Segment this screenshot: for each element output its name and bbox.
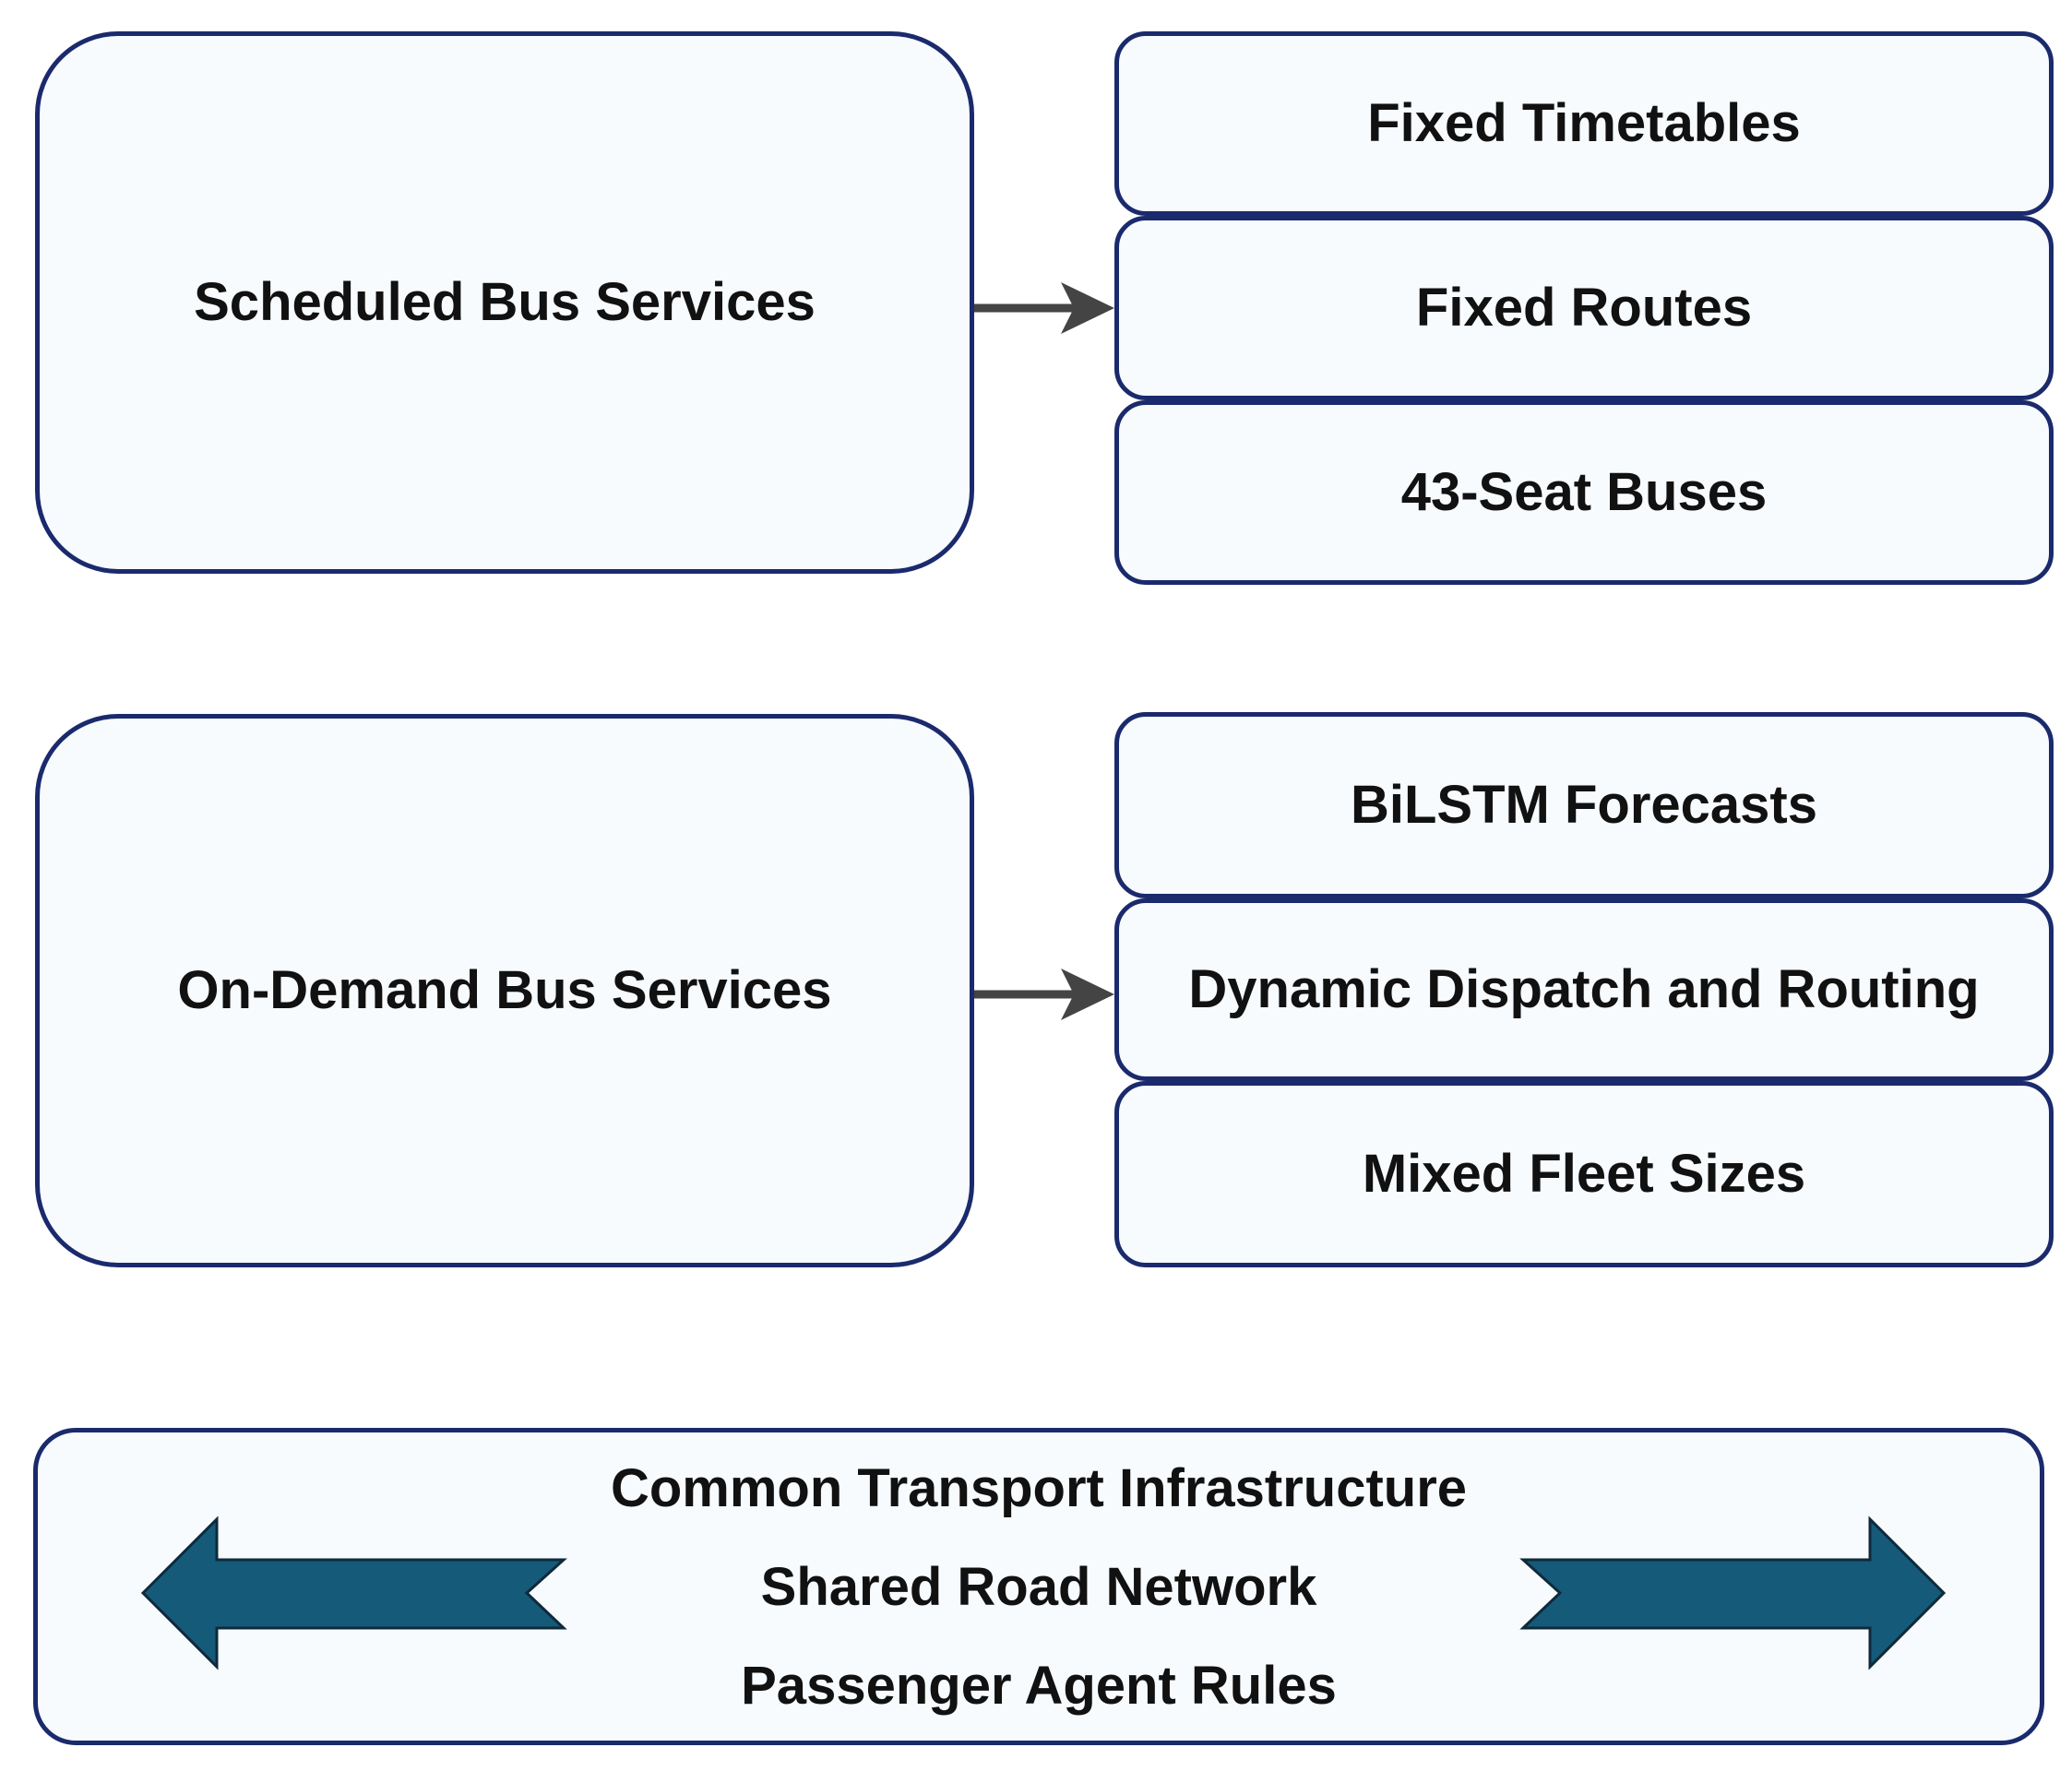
item-bilstm-forecasts-label: BiLSTM Forecasts	[1351, 775, 1817, 835]
arrow-ondemand-connector	[974, 969, 1114, 1020]
item-dynamic-dispatch-routing: Dynamic Dispatch and Routing	[1114, 898, 2054, 1081]
item-bilstm-forecasts: BiLSTM Forecasts	[1114, 712, 2054, 898]
on-demand-bus-services-label: On-Demand Bus Services	[177, 960, 832, 1020]
item-mixed-fleet-sizes: Mixed Fleet Sizes	[1114, 1081, 2054, 1267]
item-mixed-fleet-sizes-label: Mixed Fleet Sizes	[1362, 1144, 1806, 1204]
infrastructure-text: Common Transport Infrastructure Shared R…	[38, 1432, 2040, 1741]
right-block-arrow	[1519, 1515, 1947, 1670]
common-infrastructure-box: Common Transport Infrastructure Shared R…	[33, 1428, 2044, 1745]
infrastructure-line-2: Shared Road Network	[760, 1556, 1317, 1617]
item-fixed-timetables: Fixed Timetables	[1114, 31, 2054, 216]
item-43-seat-buses-label: 43-Seat Buses	[1400, 462, 1768, 522]
infrastructure-line-3: Passenger Agent Rules	[741, 1655, 1337, 1716]
item-fixed-timetables-label: Fixed Timetables	[1367, 93, 1801, 153]
item-fixed-routes-label: Fixed Routes	[1415, 278, 1753, 338]
item-fixed-routes: Fixed Routes	[1114, 216, 2054, 400]
on-demand-bus-services-box: On-Demand Bus Services	[35, 714, 974, 1267]
item-dynamic-dispatch-routing-label: Dynamic Dispatch and Routing	[1188, 959, 1980, 1019]
left-block-arrow	[140, 1515, 567, 1670]
scheduled-bus-services-box: Scheduled Bus Services	[35, 31, 974, 574]
infrastructure-line-1: Common Transport Infrastructure	[610, 1457, 1468, 1518]
arrow-scheduled-connector	[974, 282, 1114, 334]
item-43-seat-buses: 43-Seat Buses	[1114, 400, 2054, 585]
scheduled-bus-services-label: Scheduled Bus Services	[194, 272, 816, 332]
infrastructure-arrows	[140, 1515, 1947, 1670]
